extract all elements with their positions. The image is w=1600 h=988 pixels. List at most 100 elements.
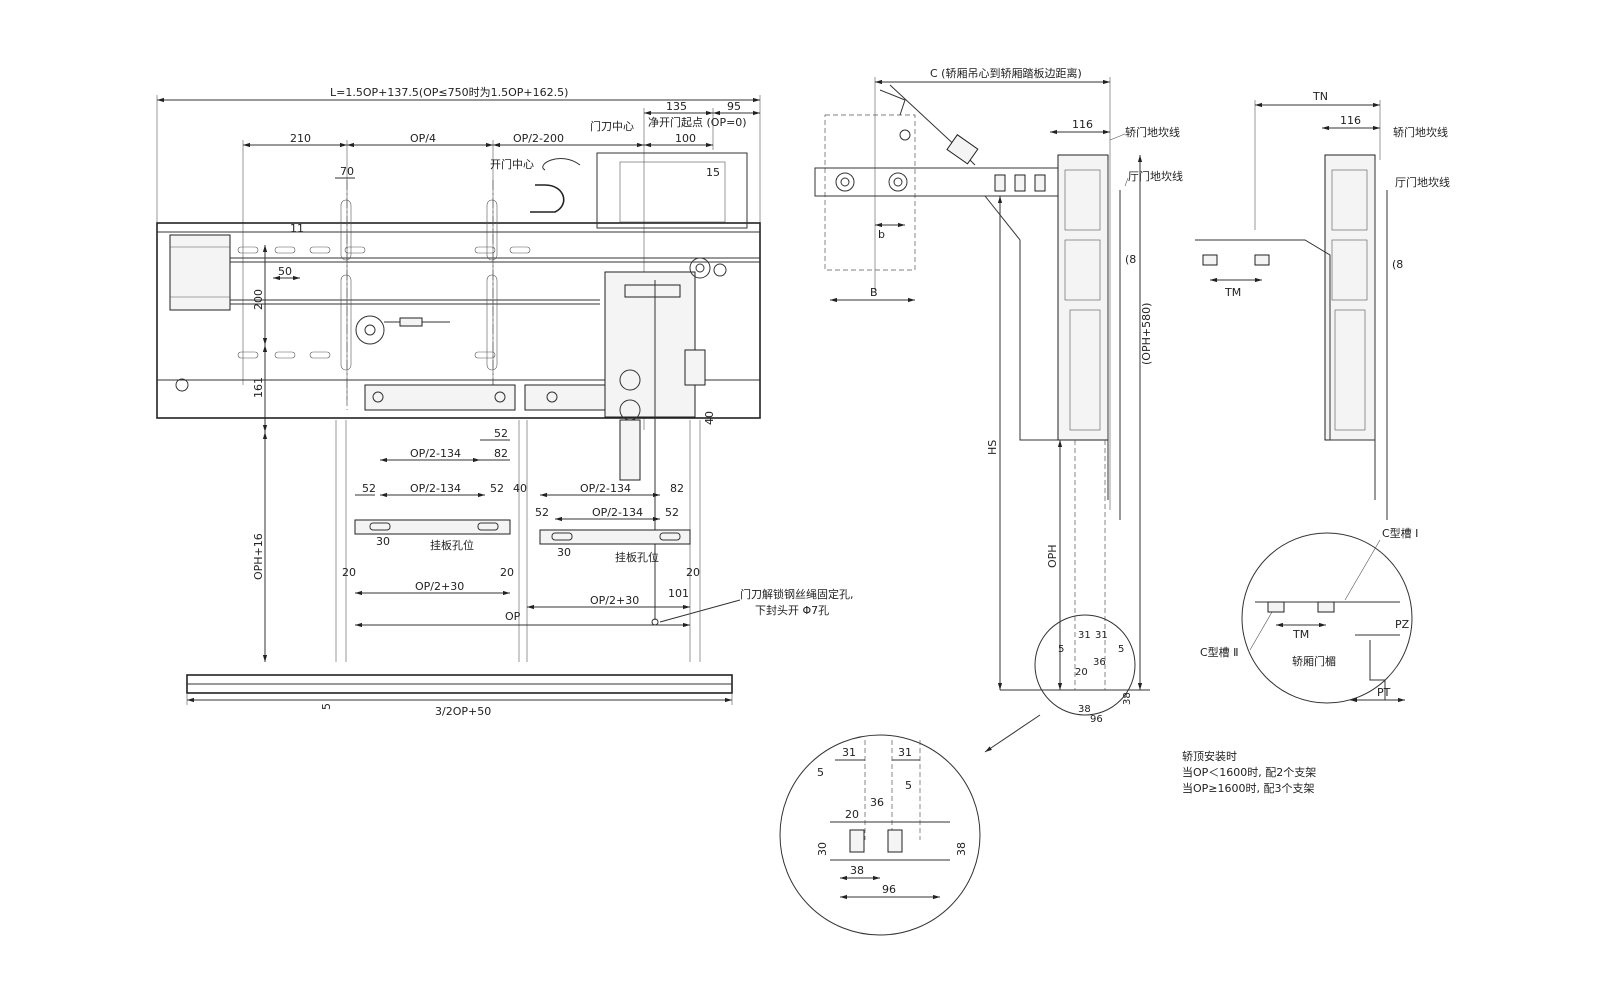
dim-op2-134-c: OP/2-134 <box>580 482 631 495</box>
dim-hs: HS <box>986 440 999 455</box>
dim-b-big: B <box>870 286 878 299</box>
label-clear-open-start: 净开门起点 (OP=0) <box>648 115 747 129</box>
detail-dim-20: 20 <box>845 808 859 821</box>
dim-oph16: OPH+16 <box>252 533 265 580</box>
dim-15: 15 <box>706 166 720 179</box>
dim-tm-2: TM <box>1292 628 1309 641</box>
label-car-sill-line: 轿门地坎线 <box>1125 125 1180 139</box>
dim-3-2op50: 3/2OP+50 <box>435 705 491 718</box>
dim-52-a: 52 <box>494 427 508 440</box>
notes-line2: 当OP≥1600时, 配3个支架 <box>1182 781 1315 795</box>
side-view: C (轿厢吊心到轿厢踏板边距离) 116 轿门地坎线 厅门地坎线 b B ( <box>814 66 1183 753</box>
dim-op2-134-a: OP/2-134 <box>410 447 461 460</box>
dim-161: 161 <box>252 377 265 398</box>
hanger-board-left <box>354 519 511 535</box>
side-dim-96: 96 <box>1090 714 1103 725</box>
label-c-channel-2: C型槽 Ⅱ <box>1200 645 1239 659</box>
side-dim-31b: 31 <box>1095 630 1108 641</box>
motor-box <box>169 234 231 311</box>
door-knife-blade <box>619 419 641 481</box>
dim-5: 5 <box>320 703 333 710</box>
dim-oph580: (OPH+580) <box>1140 303 1153 365</box>
dim-70: 70 <box>340 165 354 178</box>
label-car-sill-right: 轿门地坎线 <box>1393 125 1448 139</box>
dim-95: 95 <box>727 100 741 113</box>
dim-op2-200: OP/2-200 <box>513 132 564 145</box>
notes-title: 轿顶安装时 <box>1182 749 1237 763</box>
dim-101: 101 <box>668 587 689 600</box>
detail-dim-31a: 31 <box>842 746 856 759</box>
detail-circle-right <box>1241 532 1413 704</box>
dim-210: 210 <box>290 132 311 145</box>
dim-op2-30-b: OP/2+30 <box>590 594 639 607</box>
hanger-board-right <box>539 529 691 545</box>
dim-op2-30-a: OP/2+30 <box>415 580 464 593</box>
label-hall-sill-line: 厅门地坎线 <box>1128 169 1183 183</box>
detail-dim-38v: 38 <box>955 842 968 856</box>
dim-b-small: b <box>878 228 885 241</box>
dim-oph: OPH <box>1046 544 1059 568</box>
hanger-plate-left <box>364 384 516 411</box>
dim-116: 116 <box>1072 118 1093 131</box>
detail-dim-36: 36 <box>870 796 884 809</box>
dim-op2-134-b: OP/2-134 <box>410 482 461 495</box>
dim-20-a: 20 <box>342 566 356 579</box>
dim-30-b: 30 <box>557 546 571 559</box>
detail-dim-5a: 5 <box>817 766 824 779</box>
label-hang-holes-b: 挂板孔位 <box>615 550 659 564</box>
door-operator-body <box>156 222 761 419</box>
detail-dim-5b: 5 <box>905 779 912 792</box>
side-dim-31a: 31 <box>1078 630 1091 641</box>
dim-40: 40 <box>703 411 716 425</box>
dim-50: 50 <box>278 265 292 278</box>
detail-dim-38: 38 <box>850 864 864 877</box>
side-dim-5a: 5 <box>1058 644 1064 655</box>
label-knife-center: 门刀中心 <box>590 119 634 133</box>
dim-52-c: 52 <box>490 482 504 495</box>
label-open-center: 开门中心 <box>490 157 534 171</box>
dim-52-b: 52 <box>362 482 376 495</box>
dim-135: 135 <box>666 100 687 113</box>
operator-right-body <box>1324 154 1376 441</box>
label-c-channel-1: C型槽 Ⅰ <box>1382 526 1418 540</box>
side-dim-20: 20 <box>1075 667 1088 678</box>
dim-pt: PT <box>1377 686 1391 699</box>
dim-20-b: 20 <box>500 566 514 579</box>
operator-side-body <box>1057 154 1109 441</box>
dim-30-a: 30 <box>376 535 390 548</box>
detail-dim-31b: 31 <box>898 746 912 759</box>
dim-op2-134-d: OP/2-134 <box>592 506 643 519</box>
front-view: L=1.5OP+137.5(OP≤750时为1.5OP+162.5) 135 9… <box>156 86 854 718</box>
side-dim-38: 38 <box>1078 704 1091 715</box>
label-hang-holes-a: 挂板孔位 <box>430 538 474 552</box>
notes: 轿顶安装时 当OP＜1600时, 配2个支架 当OP≥1600时, 配3个支架 <box>1182 749 1316 795</box>
label-hall-sill-right: 厅门地坎线 <box>1395 175 1450 189</box>
detail-dim-30: 30 <box>816 842 829 856</box>
dim-op4: OP/4 <box>410 132 436 145</box>
overall-length-dim: L=1.5OP+137.5(OP≤750时为1.5OP+162.5) <box>330 86 568 99</box>
dim-op: OP <box>505 610 521 623</box>
label-wire-hole: 门刀解锁钢丝绳固定孔, <box>740 587 854 601</box>
dim-82-b: 82 <box>670 482 684 495</box>
label-wire-hole-2: 下封头开 Φ7孔 <box>755 603 829 617</box>
notes-line1: 当OP＜1600时, 配2个支架 <box>1182 765 1316 779</box>
dim-8: (8 <box>1125 253 1136 266</box>
detail-circle-big: 31 31 5 5 36 20 30 38 38 96 <box>779 734 981 936</box>
detail-callout-circle <box>1034 614 1136 716</box>
dim-52-e: 52 <box>665 506 679 519</box>
dim-pz: PZ <box>1395 618 1410 631</box>
dim-52-d: 52 <box>535 506 549 519</box>
side-dim-38v: 38 <box>1122 692 1133 705</box>
right-view: TN 116 轿门地坎线 厅门地坎线 (8 TM C型槽 Ⅰ C型槽 Ⅱ TM … <box>1195 90 1450 704</box>
detail-dim-96: 96 <box>882 883 896 896</box>
dim-11: 11 <box>290 222 304 235</box>
dim-40-b: 40 <box>513 482 527 495</box>
dim-116-right: 116 <box>1340 114 1361 127</box>
dim-tn: TN <box>1312 90 1328 103</box>
dim-20-c: 20 <box>686 566 700 579</box>
dim-tm: TM <box>1224 286 1241 299</box>
dim-c: C (轿厢吊心到轿厢踏板边距离) <box>930 66 1082 80</box>
dim-82-a: 82 <box>494 447 508 460</box>
